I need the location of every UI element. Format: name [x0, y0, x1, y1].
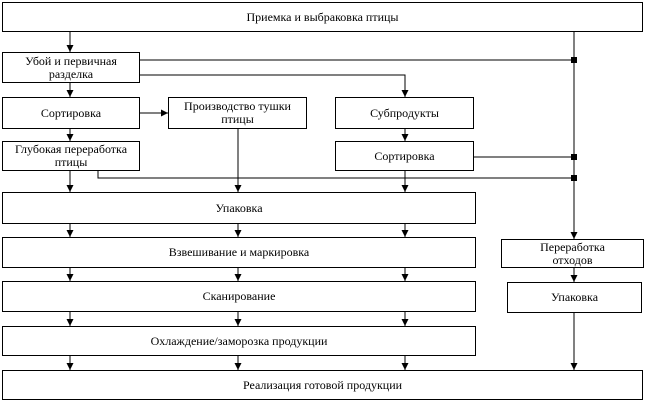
edge-slaughter-offal — [140, 74, 409, 97]
node-carcass-production: Производство тушки птицы — [168, 97, 307, 129]
node-scanning: Сканирование — [2, 281, 476, 312]
node-deep-processing: Глубокая переработка птицы — [2, 141, 140, 171]
node-packing: Упаковка — [2, 192, 476, 224]
edge-deep-waste — [97, 171, 574, 179]
node-cooling: Охлаждение/заморозка продукции — [2, 326, 476, 356]
node-slaughter: Убой и первичная разделка — [2, 52, 140, 83]
node-waste-packing: Упаковка — [507, 282, 642, 313]
junction-dot — [571, 154, 577, 160]
node-reception: Приемка и выбраковка птицы — [2, 2, 643, 32]
node-weighing: Взвешивание и маркировка — [2, 237, 476, 268]
node-sort-carcass: Сортировка — [2, 97, 140, 129]
node-sale: Реализация готовой продукции — [2, 370, 643, 400]
node-sort-offal: Сортировка — [335, 141, 474, 171]
node-offal: Субпродукты — [335, 97, 474, 129]
node-waste-processing: Переработка отходов — [501, 239, 644, 268]
junction-dot — [571, 57, 577, 63]
junction-dot — [571, 175, 577, 181]
